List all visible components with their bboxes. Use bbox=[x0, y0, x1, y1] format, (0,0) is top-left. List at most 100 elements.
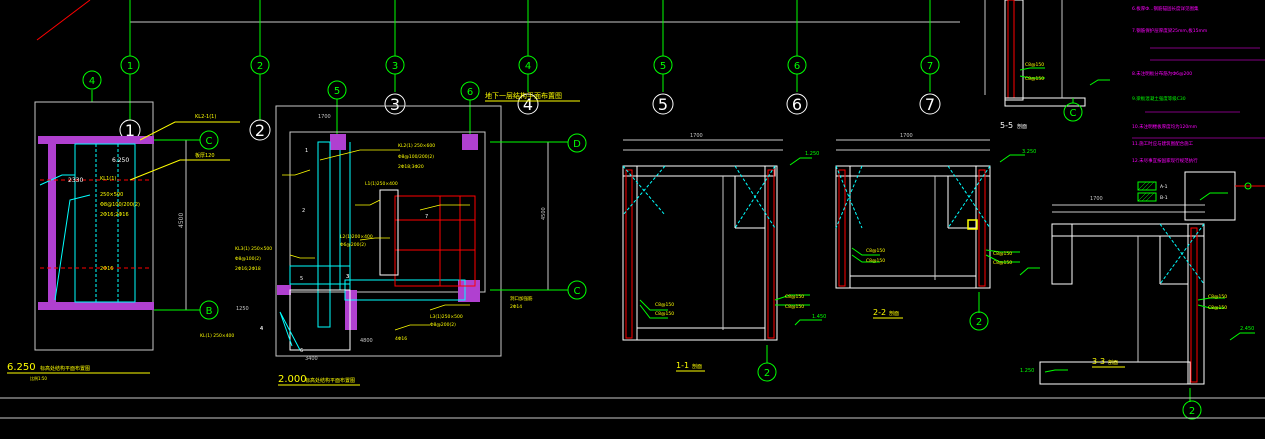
left-note-d: 2Φ16;2Φ16 bbox=[100, 212, 129, 218]
s5-note-1: C8@150 bbox=[1025, 62, 1044, 68]
center-label-4: 4 bbox=[260, 326, 263, 332]
center-tag-7: 7 bbox=[425, 214, 428, 220]
center-note-12: 4Φ16 bbox=[395, 336, 407, 342]
s3-level: 1.250 bbox=[1020, 368, 1034, 374]
section-1-1[interactable]: 1700 C8@150 C8@150 C8@150 C8@150 bbox=[622, 133, 826, 382]
left-note-e: 2Φ16 bbox=[100, 266, 113, 272]
center-tag-6: 6 bbox=[300, 348, 303, 354]
s1-note-1: C8@150 bbox=[655, 302, 674, 308]
s2-title: 2-2 bbox=[873, 308, 886, 317]
center-note-5: L2(1)200×400 bbox=[340, 234, 373, 240]
center-note-13: 洞口加强筋 bbox=[510, 295, 533, 302]
left-dim-vertical: 4500 bbox=[178, 213, 185, 228]
s1-level: 1.250 bbox=[805, 151, 819, 157]
grid-top-label-7: 7 bbox=[927, 61, 933, 72]
grid-top-label-2: 2 bbox=[257, 61, 263, 72]
left-subtitle: 比例1:50 bbox=[30, 375, 47, 381]
section-5-5[interactable]: C8@150 C8@150 C 5-5 剖面 bbox=[984, 0, 1110, 130]
s5-note-2: C8@150 bbox=[1025, 76, 1044, 82]
s3-level2: 2.450 bbox=[1240, 326, 1254, 332]
grid-bubbles-top bbox=[120, 0, 940, 75]
s1-bubble: 2 bbox=[764, 368, 770, 379]
center-dim-1700: 1700 bbox=[318, 114, 331, 120]
s2-note-3: C8@150 bbox=[993, 251, 1012, 257]
section-3-3[interactable]: 1700 C8@150 C8@150 1.250 2.450 bbox=[1020, 192, 1255, 420]
general-notes: 6.板厚Ф...钢筋锚固长度详见图集 7.钢筋保护层厚度梁25mm,板15mm … bbox=[1132, 5, 1265, 164]
s1-note-3: C8@150 bbox=[785, 294, 804, 300]
center-note-11: Φ8@200(2) bbox=[430, 322, 456, 328]
s2-dim-top: 1700 bbox=[900, 133, 913, 139]
left-note-c: Φ8@100/200(2) bbox=[100, 202, 140, 208]
center-note-14: 2Φ14 bbox=[510, 304, 522, 310]
grid-top-label-1: 1 bbox=[127, 61, 133, 72]
grid-big-label-2: 2 bbox=[255, 121, 265, 140]
left-detail-plan[interactable]: 4 KL2-1(1) 板厚120 KL1(1) 250×500 Φ8@100/2… bbox=[7, 70, 240, 381]
s2-level: 3.250 bbox=[1022, 149, 1036, 155]
center-note-15: KL(1) 250×400 bbox=[200, 333, 234, 339]
left-leader-label-1: KL2-1(1) bbox=[195, 114, 216, 120]
center-note-8: Φ8@100(2) bbox=[235, 256, 261, 262]
section-2-2[interactable]: 1700 C8@150 C8@150 C8@150 C8@150 bbox=[835, 133, 1040, 331]
center-tag-5: 5 bbox=[300, 276, 303, 282]
left-title-cn: 标高处结构平面布置图 bbox=[40, 365, 90, 372]
grid-top-label-6: 6 bbox=[794, 61, 800, 72]
center-dim-4800: 4800 bbox=[360, 338, 373, 344]
s1-level2: 1.450 bbox=[812, 314, 826, 320]
left-dim-6250: 6.250 bbox=[112, 157, 129, 164]
grid-big-label-4: 4 bbox=[523, 95, 533, 114]
grid-top-label-3: 3 bbox=[392, 61, 398, 72]
s3-bubble-circle bbox=[1182, 400, 1202, 420]
grid-big-label-6: 6 bbox=[792, 95, 802, 114]
center-note-1: KL2(1) 250×600 bbox=[398, 143, 435, 149]
center-note-10: L3(1)250×500 bbox=[430, 314, 463, 320]
center-dim-vertical: 4500 bbox=[541, 207, 547, 220]
s3-note-2: C8@150 bbox=[1208, 305, 1227, 311]
s1-note-2: C8@150 bbox=[655, 311, 674, 317]
center-tag-3a: 3 bbox=[346, 274, 349, 280]
grid-big-label-5: 5 bbox=[658, 95, 668, 114]
s1-dim-top: 1700 bbox=[690, 133, 703, 139]
s3-dim-top: 1700 bbox=[1090, 196, 1103, 202]
center-note-6: Φ6@200(2) bbox=[340, 242, 366, 248]
center-title: 2.000 bbox=[278, 374, 307, 385]
left-bubble-4: 4 bbox=[89, 76, 95, 87]
note-line-4: 9.梁板混凝土强度等级C30 bbox=[1132, 95, 1186, 102]
center-dim-3400: 3400 bbox=[305, 356, 318, 362]
note-line-7: 12.未尽事宜按国家现行规范执行 bbox=[1132, 157, 1198, 164]
note-line-1: 6.板厚Ф...钢筋锚固长度详见图集 bbox=[1132, 5, 1199, 12]
legend-b: B-1 bbox=[1160, 195, 1168, 201]
grid-top-label-5: 5 bbox=[660, 61, 666, 72]
left-note-b: 250×500 bbox=[100, 192, 123, 198]
center-tag-4: 4 bbox=[260, 326, 263, 332]
left-note-a: KL1(1) bbox=[100, 176, 116, 182]
center-bubble-d: D bbox=[573, 139, 581, 150]
grid-big-label-3: 3 bbox=[390, 95, 400, 114]
center-bubble-c: C bbox=[574, 286, 581, 297]
center-top-title: 地下一层结构平面布置图 bbox=[485, 91, 562, 100]
s2-title-suffix: 剖面 bbox=[889, 310, 899, 317]
s1-title-suffix: 剖面 bbox=[692, 363, 702, 370]
note-line-3: 8.未注明板分布筋为Ф6@200 bbox=[1132, 70, 1192, 77]
center-title-cn: 标高处结构平面布置图 bbox=[305, 377, 355, 384]
legend-a: A-1 bbox=[1160, 184, 1168, 190]
note-line-5: 10.未注明楼板厚度均为120mm bbox=[1132, 123, 1197, 130]
center-plan[interactable]: 5 6 地下一层结构平面布置图 bbox=[200, 80, 587, 386]
s2-bubble: 2 bbox=[976, 317, 982, 328]
s5-bubble: C bbox=[1070, 108, 1077, 119]
center-note-7: KL3(1) 250×500 bbox=[235, 246, 272, 252]
center-tag-1: 1 bbox=[305, 148, 308, 154]
left-bubble-b: B bbox=[206, 306, 213, 317]
legend: A-1 B-1 bbox=[1137, 171, 1265, 221]
center-bubble-6: 6 bbox=[467, 87, 473, 98]
s1-title: 1-1 bbox=[676, 361, 689, 370]
center-note-2: Φ8@100/200(2) bbox=[398, 154, 434, 160]
s3-note-1: C8@150 bbox=[1208, 294, 1227, 300]
s2-note-2: C8@150 bbox=[866, 258, 885, 264]
grid-big-label-7: 7 bbox=[925, 95, 935, 114]
center-label-3: 3 bbox=[346, 274, 349, 280]
s3-bubble: 2 bbox=[1189, 406, 1195, 417]
center-note-4: L1(1)250×400 bbox=[365, 181, 398, 187]
top-dimension-chain bbox=[129, 14, 960, 30]
grid-top-label-4: 4 bbox=[525, 61, 531, 72]
